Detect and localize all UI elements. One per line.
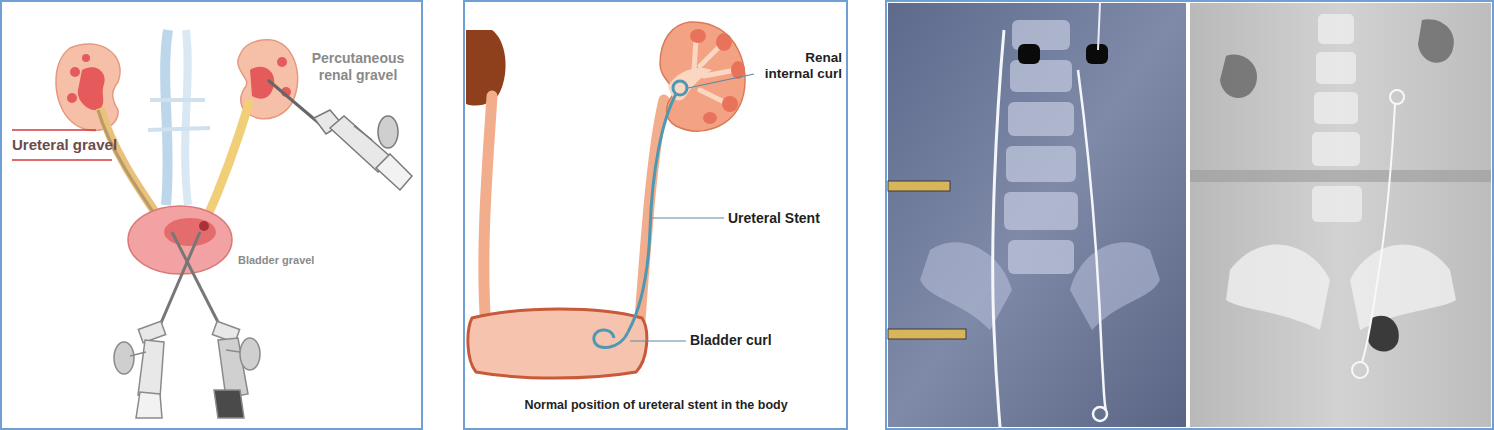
- part-label: Ureteral gravel: [12, 136, 132, 154]
- part-label: Bladder gravel: [238, 254, 348, 267]
- caption-text: Normal position of ureteral stent in the…: [466, 398, 846, 413]
- part-label: Renal internal curl: [756, 50, 842, 82]
- part-label: Ureteral Stent: [728, 210, 840, 227]
- part-label: Bladder curl: [690, 332, 840, 349]
- part-label: Percutaneous renal gravel: [300, 50, 416, 84]
